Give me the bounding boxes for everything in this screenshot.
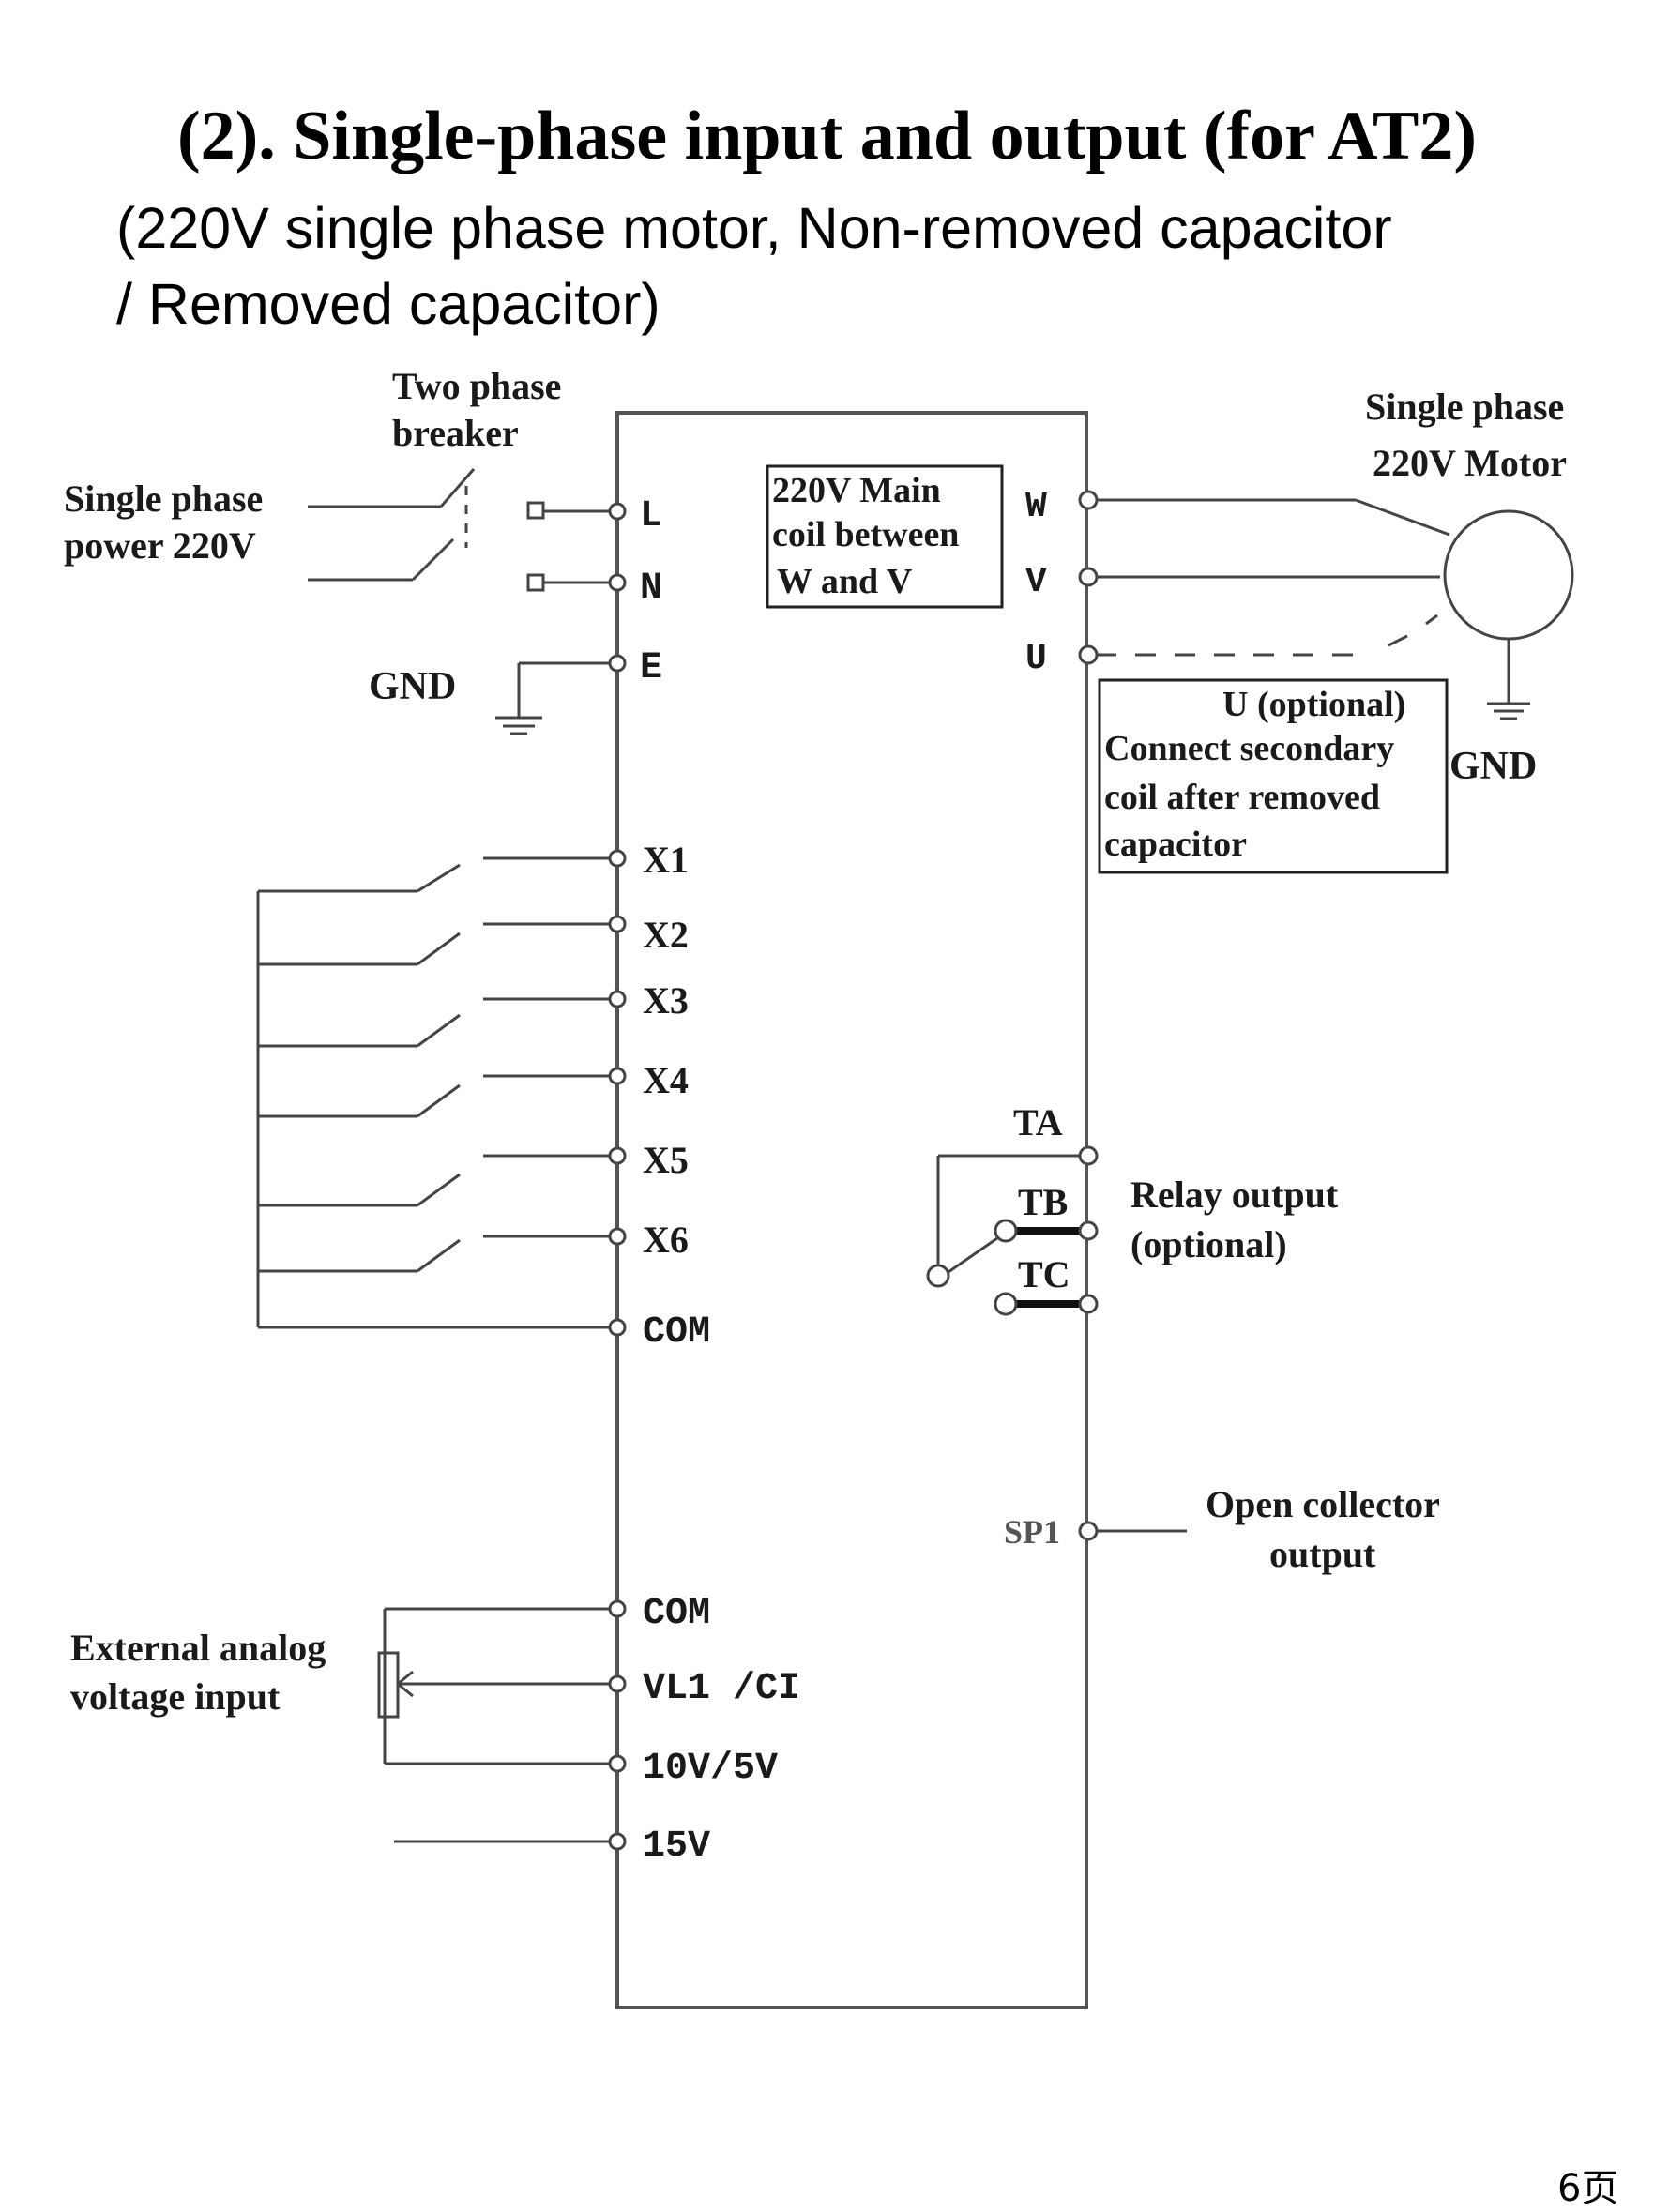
label-10v: 10V/5V xyxy=(643,1748,778,1790)
main-coil-note-2: coil between xyxy=(772,515,959,554)
terminal-10v xyxy=(608,1754,627,1773)
label-sp1: SP1 xyxy=(1004,1513,1060,1551)
terminal-x2 xyxy=(608,915,627,933)
label-x4: X4 xyxy=(643,1059,689,1101)
breaker-label-2: breaker xyxy=(392,412,519,454)
potentiometer xyxy=(377,1651,400,1719)
label-x3: X3 xyxy=(643,979,689,1022)
label-x5: X5 xyxy=(643,1139,689,1181)
motor-symbol xyxy=(1443,509,1574,641)
gnd-left-label: GND xyxy=(369,665,456,708)
terminal-l xyxy=(608,502,627,521)
relay-label-2: (optional) xyxy=(1130,1223,1287,1265)
label-n: N xyxy=(640,568,662,610)
terminal-tc xyxy=(1078,1294,1099,1314)
terminal-n xyxy=(608,573,627,592)
u-note-3: coil after removed xyxy=(1104,778,1380,817)
open-collector-label-2: output xyxy=(1269,1533,1376,1575)
terminal-sp1 xyxy=(1078,1521,1099,1541)
relay-label-1: Relay output xyxy=(1130,1174,1339,1216)
subtitle-line-1: (220V single phase motor, Non-removed ca… xyxy=(116,196,1392,260)
power-label-2: power 220V xyxy=(64,524,256,567)
power-label-1: Single phase xyxy=(64,477,263,520)
terminal-x6 xyxy=(608,1227,627,1246)
label-x1: X1 xyxy=(643,839,689,881)
label-15v: 15V xyxy=(643,1826,710,1868)
main-coil-note-box xyxy=(766,464,1004,609)
label-l: L xyxy=(640,495,662,538)
label-com-2: COM xyxy=(643,1593,710,1635)
terminal-tb xyxy=(1078,1220,1099,1241)
terminal-x4 xyxy=(608,1067,627,1085)
u-note-1: U (optional) xyxy=(1222,685,1405,724)
u-note-2: Connect secondary xyxy=(1104,729,1394,768)
terminal-ta xyxy=(1078,1145,1099,1166)
u-note-4: capacitor xyxy=(1104,825,1247,864)
terminal-com-2 xyxy=(608,1599,627,1618)
main-coil-note-1: 220V Main xyxy=(772,471,941,510)
label-com-1: COM xyxy=(643,1311,710,1354)
terminal-v xyxy=(1078,567,1099,587)
analog-label-2: voltage input xyxy=(70,1675,281,1718)
page-title: (2). Single-phase input and output (for … xyxy=(176,98,1478,174)
relay-pivot xyxy=(926,1264,950,1288)
breaker-label-1: Two phase xyxy=(392,365,561,407)
terminal-x3 xyxy=(608,990,627,1008)
terminal-u xyxy=(1078,644,1099,665)
terminal-x5 xyxy=(608,1146,627,1165)
label-v: V xyxy=(1025,562,1047,602)
relay-contact-tb xyxy=(994,1219,1018,1243)
inverter-box xyxy=(615,411,1088,2009)
gnd-right-label: GND xyxy=(1449,745,1537,788)
main-coil-note-3: W and V xyxy=(777,562,913,601)
analog-label-1: External analog xyxy=(70,1627,326,1669)
motor-label-1: Single phase xyxy=(1365,386,1564,428)
breaker-terminal-l xyxy=(526,501,545,520)
label-ta: TA xyxy=(1013,1101,1063,1144)
label-e: E xyxy=(640,647,662,689)
subtitle-line-2: / Removed capacitor) xyxy=(116,272,660,336)
label-tc: TC xyxy=(1018,1253,1070,1295)
terminal-15v xyxy=(608,1832,627,1851)
open-collector-label-1: Open collector xyxy=(1206,1483,1440,1525)
terminal-e xyxy=(608,654,627,673)
label-u: U xyxy=(1025,639,1047,679)
u-note-box xyxy=(1098,678,1449,874)
label-vl1: VL1 /CI xyxy=(643,1668,800,1710)
label-tb: TB xyxy=(1018,1181,1068,1223)
terminal-com-1 xyxy=(608,1318,627,1337)
page-number: 6页 xyxy=(1557,2167,1619,2210)
terminal-vl1 xyxy=(608,1674,627,1693)
terminal-x1 xyxy=(608,849,627,868)
label-x6: X6 xyxy=(643,1219,689,1261)
breaker-terminal-n xyxy=(526,573,545,592)
motor-label-2: 220V Motor xyxy=(1373,442,1567,484)
terminal-w xyxy=(1078,490,1099,510)
relay-contact-tc xyxy=(994,1292,1018,1316)
label-x2: X2 xyxy=(643,914,689,956)
label-w: W xyxy=(1025,487,1047,527)
